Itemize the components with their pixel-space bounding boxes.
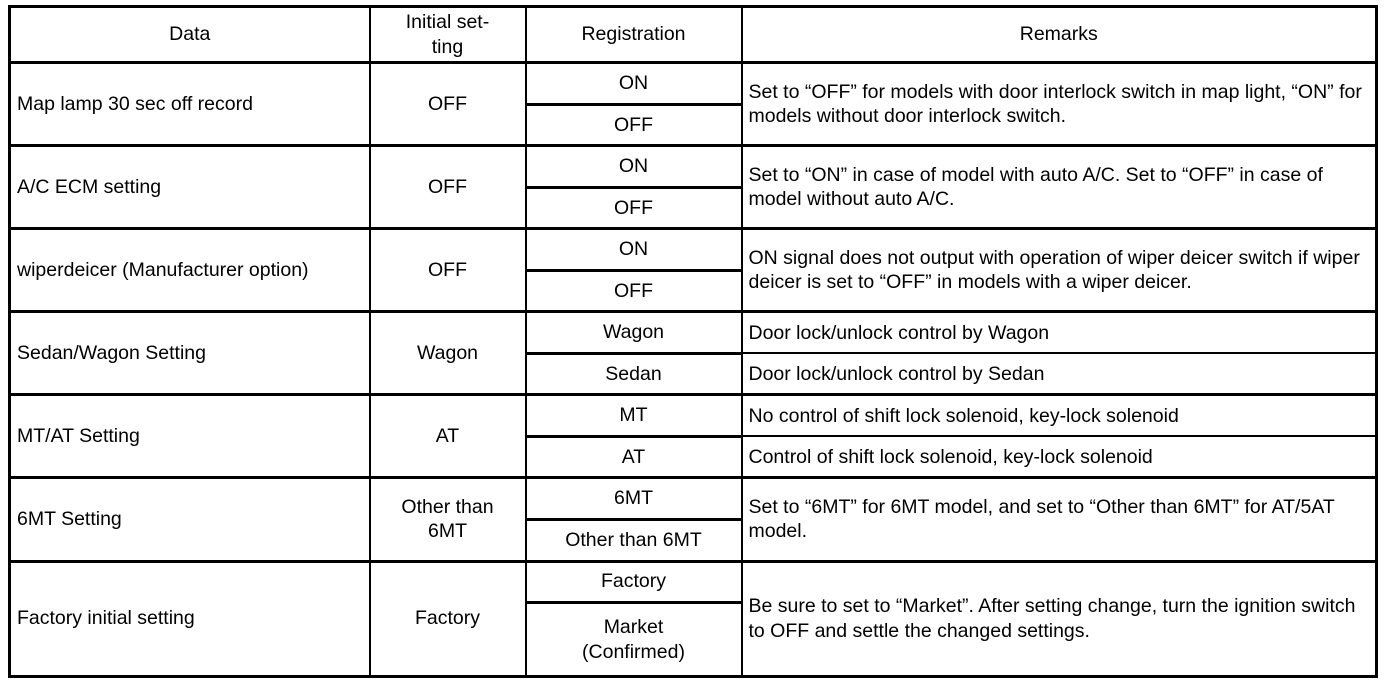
cell-data: Map lamp 30 sec off record	[8, 61, 371, 147]
header-row: Data Initial set- ting Registration Rema…	[8, 5, 1378, 64]
cell-data: Sedan/Wagon Setting	[8, 310, 371, 396]
cell-remarks: Set to “ON” in case of model with auto A…	[740, 144, 1378, 230]
table-subrow: Other than 6MT	[10, 517, 1377, 562]
table-row: A/C ECM setting OFF ON Set to “ON” in ca…	[8, 144, 1378, 230]
cell-registration-line1: Market	[603, 615, 664, 638]
cell-initial-setting: OFF	[368, 144, 527, 230]
cell-registration: Sedan	[524, 351, 743, 396]
cell-remarks: Door lock/unlock control by Wagon	[740, 310, 1378, 355]
cell-remarks: Control of shift lock solenoid, key-lock…	[740, 435, 1378, 479]
cell-data: MT/AT Setting	[8, 393, 371, 479]
table-subrow: Market (Confirmed)	[10, 601, 1377, 678]
cell-registration: ON	[524, 61, 743, 106]
cell-data: 6MT Setting	[8, 476, 371, 563]
cell-registration: MT	[524, 393, 743, 438]
cell-remarks: Set to “OFF” for models with door interl…	[740, 61, 1378, 147]
cell-initial-setting: OFF	[368, 61, 527, 147]
table-row: 6MT Setting Other than 6MT 6MT Set to “6…	[8, 476, 1378, 563]
column-header-registration: Registration	[524, 5, 743, 64]
table-subrow: Sedan Door lock/unlock control by Sedan	[10, 351, 1378, 396]
cell-initial-setting-line2: 6MT	[428, 520, 467, 543]
cell-remarks: Door lock/unlock control by Sedan	[740, 352, 1378, 396]
column-header-registration-label: Registration	[581, 23, 686, 46]
cell-registration: AT	[524, 434, 743, 479]
cell-registration: Other than 6MT	[524, 517, 743, 562]
cell-registration: Market (Confirmed)	[524, 601, 743, 678]
cell-remarks: Be sure to set to “Market”. After settin…	[740, 559, 1378, 678]
column-header-data: Data	[8, 5, 371, 64]
cell-data: Factory initial setting	[8, 559, 371, 678]
cell-initial-setting: AT	[368, 393, 527, 479]
cell-registration-line2: (Confirmed)	[582, 640, 685, 663]
cell-registration: ON	[524, 227, 743, 272]
column-header-initial-setting-line1: Initial set-	[405, 11, 490, 33]
table-header: Data Initial set- ting Registration Rema…	[8, 5, 1378, 64]
cell-registration: OFF	[524, 185, 743, 230]
cell-registration: Wagon	[524, 310, 743, 355]
table-row: MT/AT Setting AT MT No control of shift …	[8, 393, 1378, 479]
table-subrow: AT Control of shift lock solenoid, key-l…	[10, 434, 1378, 479]
cell-registration: OFF	[524, 102, 743, 147]
cell-data: A/C ECM setting	[8, 144, 371, 230]
ecm-settings-table: Data Initial set- ting Registration Rema…	[8, 5, 1378, 678]
table-row: wiperdeicer (Manufacturer option) OFF ON…	[8, 227, 1378, 313]
cell-data: wiperdeicer (Manufacturer option)	[8, 227, 371, 313]
column-header-remarks: Remarks	[740, 5, 1378, 64]
cell-initial-setting: OFF	[368, 227, 527, 313]
table-subrow: OFF	[10, 268, 1377, 313]
cell-registration: 6MT	[524, 476, 743, 521]
table-row: Map lamp 30 sec off record OFF ON Set to…	[8, 61, 1378, 147]
cell-initial-setting: Wagon	[368, 310, 527, 396]
cell-registration: ON	[524, 144, 743, 189]
column-header-remarks-label: Remarks	[1019, 23, 1098, 46]
cell-registration: Factory	[524, 559, 743, 605]
table-row: Factory initial setting Factory Factory …	[8, 559, 1378, 678]
cell-remarks: ON signal does not output with operation…	[740, 227, 1378, 313]
column-header-data-label: Data	[169, 23, 211, 46]
column-header-initial-setting-line2: ting	[431, 35, 464, 58]
cell-initial-setting: Factory	[368, 559, 527, 678]
column-header-initial-setting: Initial set- ting	[368, 5, 527, 64]
table-body: Map lamp 30 sec off record OFF ON Set to…	[8, 61, 1378, 678]
cell-remarks: Set to “6MT” for 6MT model, and set to “…	[740, 476, 1378, 563]
table-subrow: OFF	[10, 102, 1377, 147]
cell-initial-setting-line1: Other than	[401, 495, 494, 518]
table-subrow: OFF	[10, 185, 1377, 230]
cell-remarks: No control of shift lock solenoid, key-l…	[740, 393, 1378, 438]
cell-registration: OFF	[524, 268, 743, 313]
table-row: Sedan/Wagon Setting Wagon Wagon Door loc…	[8, 310, 1378, 396]
cell-initial-setting: Other than 6MT	[368, 476, 527, 563]
